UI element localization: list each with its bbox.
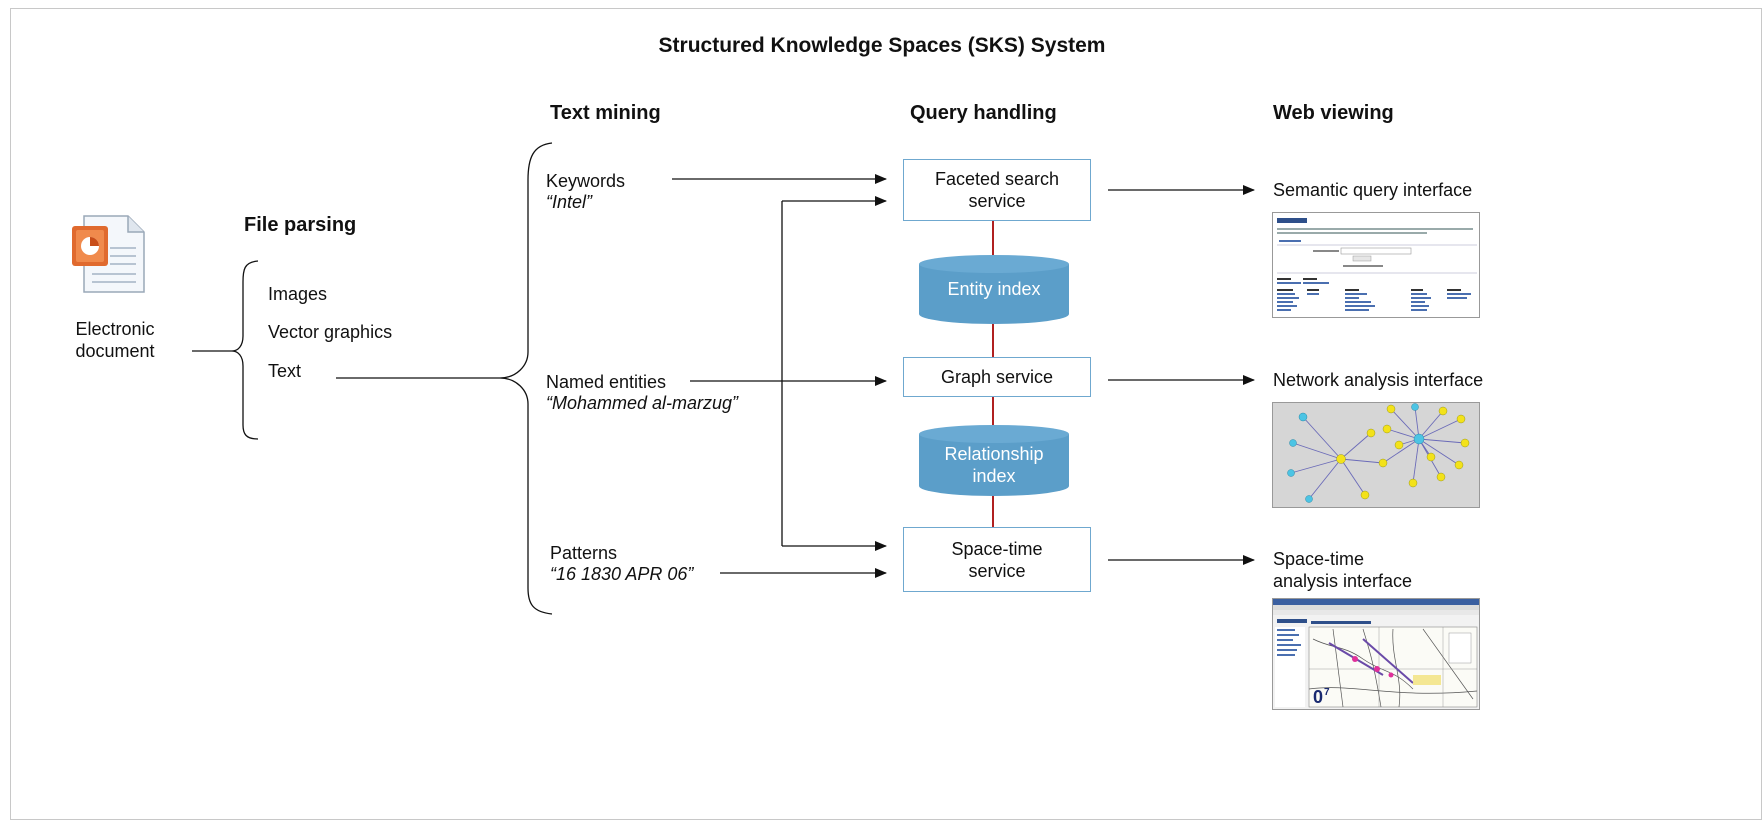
relationship-index-cylinder: Relationship index [918,424,1070,498]
graph-line1: Graph service [940,367,1054,387]
header-query-handling: Query handling [910,102,1057,124]
document-label-line1: Electronic [75,319,155,339]
parsing-item-images: Images [268,284,328,304]
text-mining-brace [499,142,553,615]
faceted-search-service-box: Faceted search service [903,159,1091,221]
named-entities-label: Named entities [546,372,667,392]
network-analysis-screenshot [1272,402,1480,508]
document-icon [70,212,154,296]
semantic-interface-label: Semantic query interface [1273,180,1473,200]
patterns-label: Patterns [550,543,618,563]
spacetime-interface-line1: Space-time [1273,549,1365,569]
file-parsing-brace [231,260,259,440]
network-interface-label: Network analysis interface [1273,370,1484,390]
named-entities-example: “Mohammed al-marzug” [546,393,739,413]
entity-index-cylinder: Entity index [918,254,1070,326]
patterns-example: “16 1830 APR 06” [550,564,694,584]
space-time-analysis-screenshot: 0 7 [1272,598,1480,710]
header-web-viewing: Web viewing [1273,102,1394,124]
parsing-item-vector-graphics: Vector graphics [268,322,393,342]
relationship-line2: index [972,466,1016,486]
space-time-service-box: Space-time service [903,527,1091,592]
diagram-frame [10,8,1762,820]
graph-service-box: Graph service [903,357,1091,397]
spacetime-line2: service [968,560,1026,581]
faceted-line1: Faceted search [934,169,1060,189]
keywords-label: Keywords [546,171,626,191]
svg-text:7: 7 [1324,687,1330,698]
faceted-line2: service [968,191,1026,211]
spacetime-line1: Space-time [951,538,1043,559]
header-file-parsing: File parsing [244,214,357,236]
keywords-example: “Intel” [546,192,593,212]
spacetime-interface-label: Space-time analysis interface [1273,548,1412,592]
semantic-query-screenshot [1272,212,1480,318]
relationship-index-label: Relationship index [918,443,1070,487]
svg-text:0: 0 [1313,687,1323,707]
document-label-line2: document [75,341,155,361]
document-label: Electronic document [62,318,168,362]
relationship-line1: Relationship [944,444,1044,464]
spacetime-interface-line2: analysis interface [1273,571,1413,591]
header-text-mining: Text mining [550,102,661,124]
entity-index-label: Entity index [947,279,1041,299]
parsing-item-text: Text [268,361,302,381]
diagram-title: Structured Knowledge Spaces (SKS) System [658,34,1106,57]
